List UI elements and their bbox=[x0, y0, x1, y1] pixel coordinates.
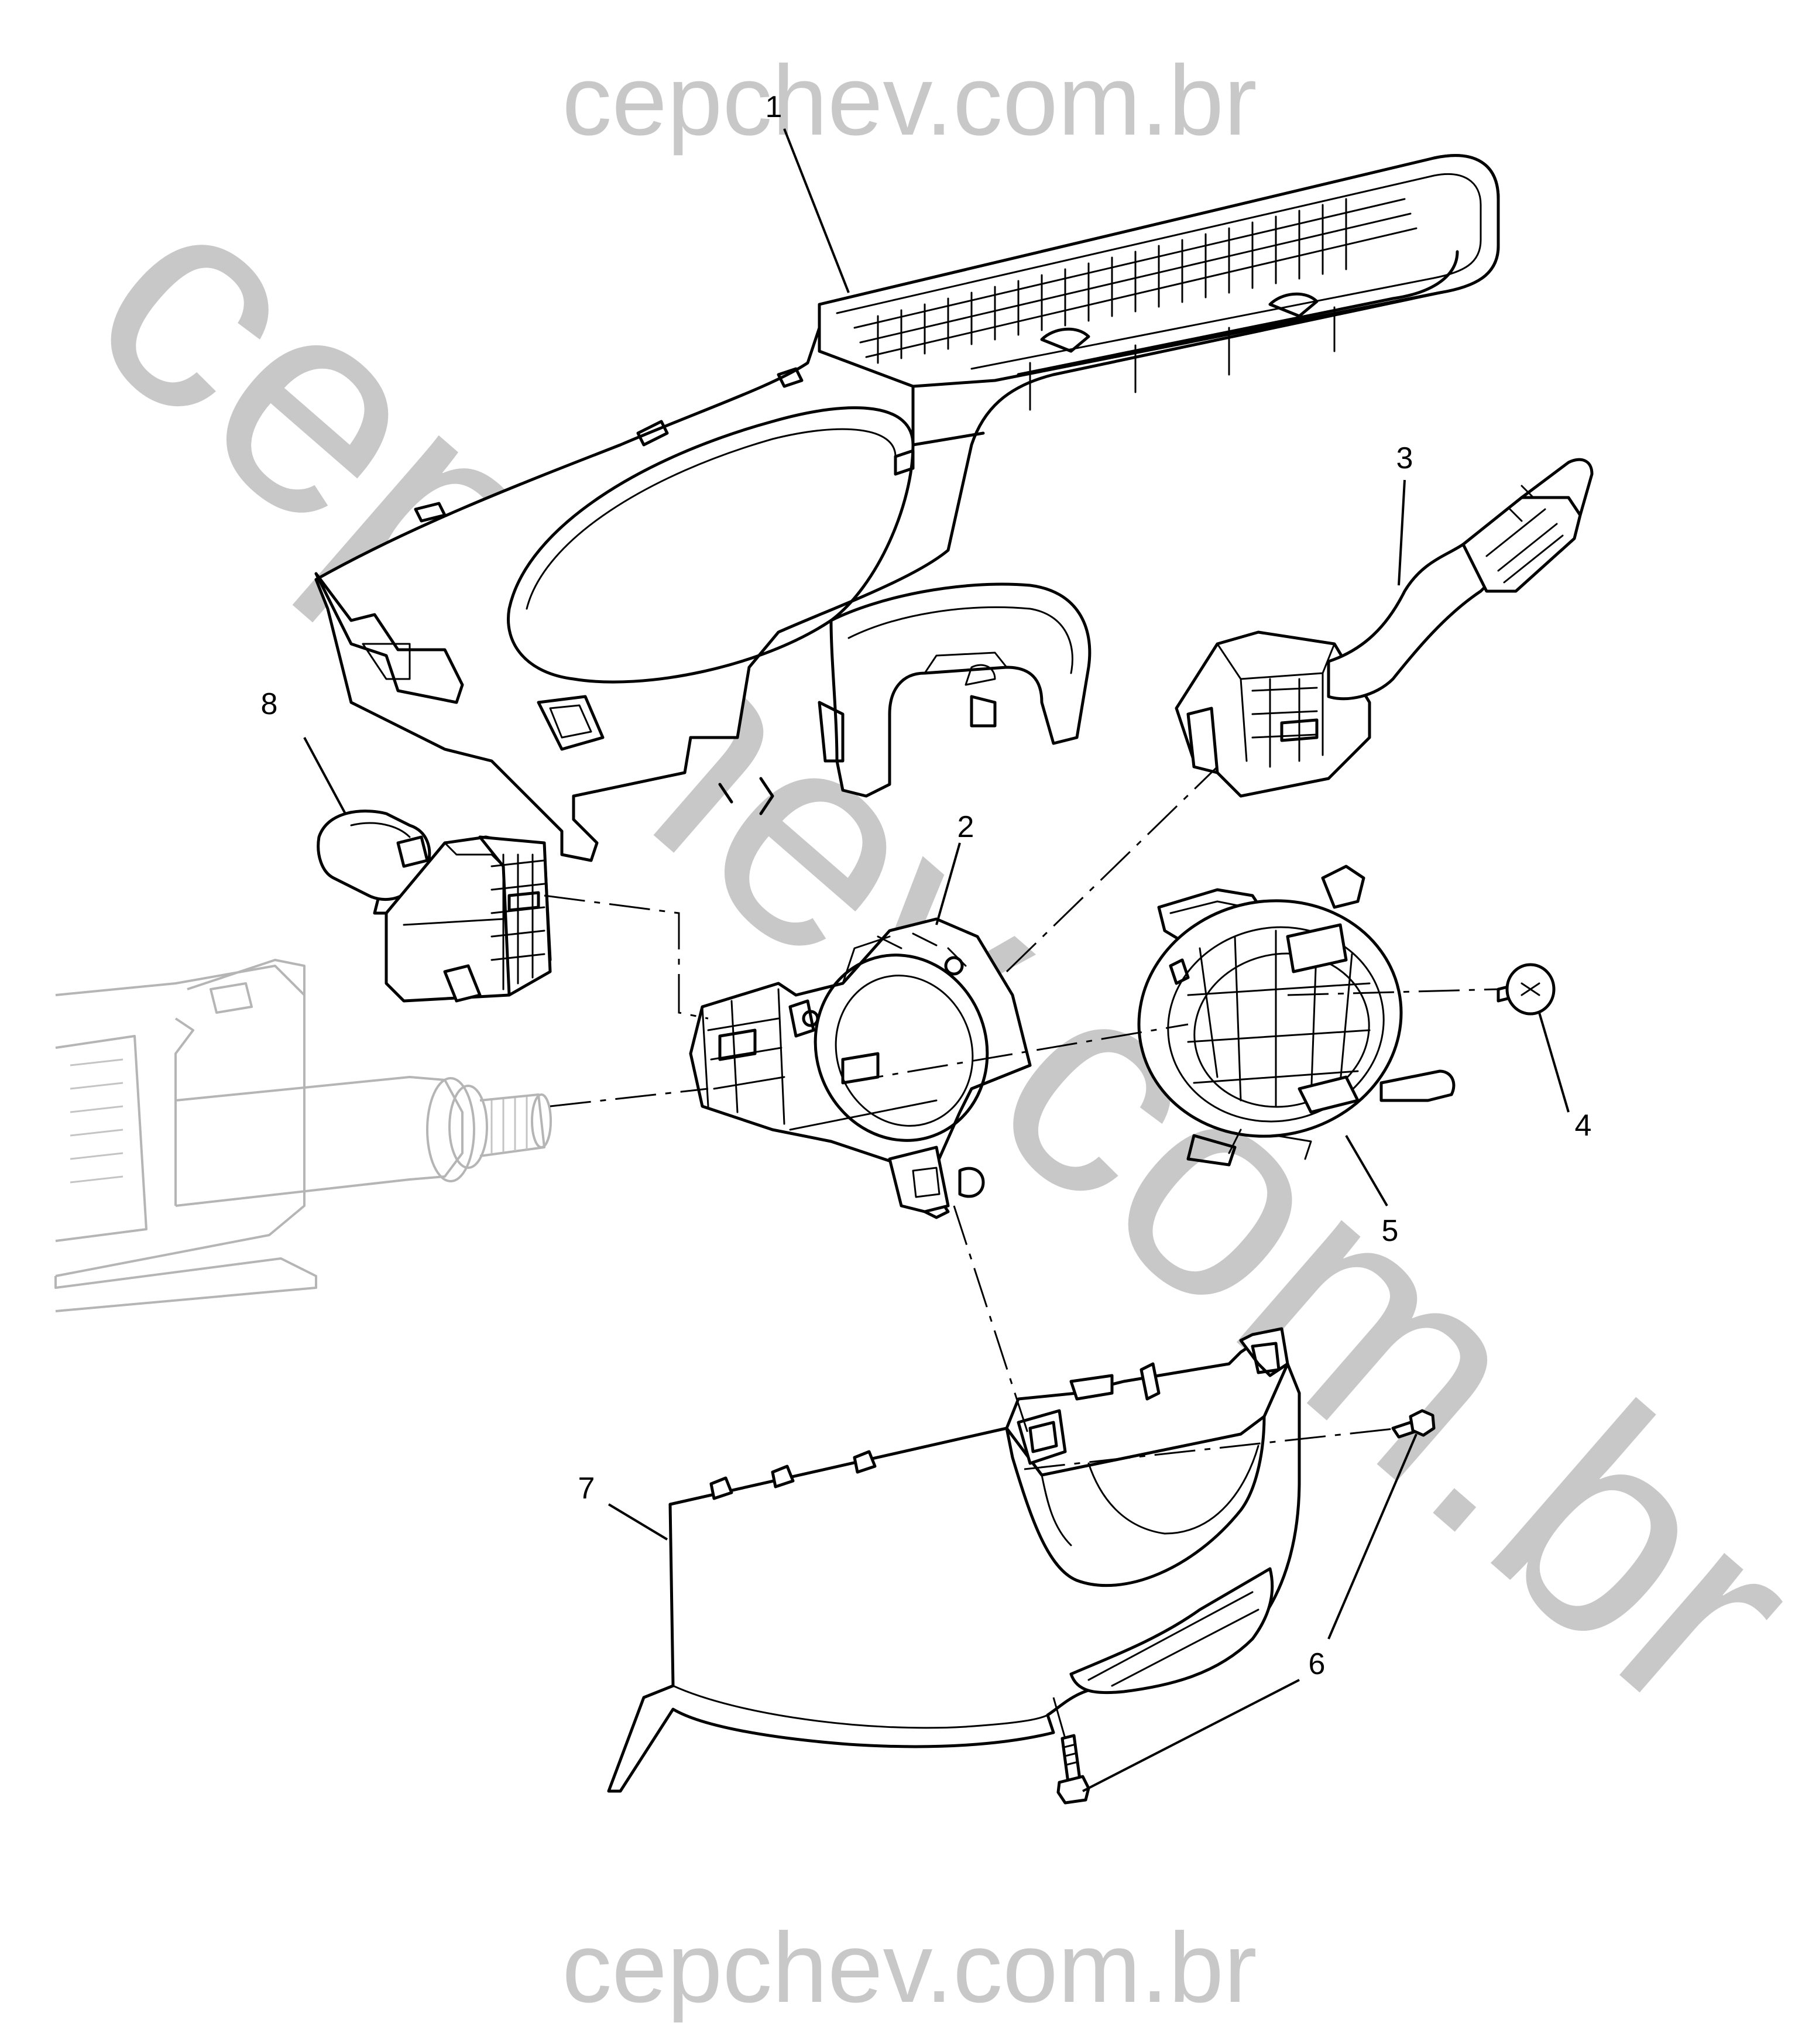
bolt-upper-part-6 bbox=[1391, 1409, 1436, 1439]
bolt-lower-part-6 bbox=[1056, 1734, 1090, 1805]
callout-5: 5 bbox=[1382, 1214, 1399, 1248]
callout-1: 1 bbox=[766, 90, 782, 124]
callout-4: 4 bbox=[1575, 1109, 1592, 1143]
callout-leaders bbox=[303, 128, 1570, 1792]
callout-3: 3 bbox=[1396, 441, 1413, 475]
wiper-switch-part-3 bbox=[1175, 458, 1594, 798]
steering-column-ghost bbox=[54, 959, 552, 1312]
switch-housing-part-2 bbox=[689, 917, 1032, 1219]
alignment-lines bbox=[544, 766, 1499, 1739]
callout-6: 6 bbox=[1309, 1647, 1326, 1681]
screw-part-4 bbox=[1497, 963, 1556, 1016]
turn-signal-switch-part-8 bbox=[317, 810, 552, 1003]
lower-column-cover-part-7 bbox=[607, 1327, 1301, 1793]
callout-2: 2 bbox=[957, 810, 974, 844]
instrument-cluster-trim-part-1 bbox=[314, 154, 1500, 862]
watermark-top: cepchev.com.br bbox=[562, 45, 1257, 156]
callout-7: 7 bbox=[578, 1472, 595, 1505]
watermark-bottom: cepchev.com.br bbox=[562, 1912, 1257, 2024]
clock-spring-part-5 bbox=[1137, 865, 1456, 1167]
callout-8: 8 bbox=[261, 687, 278, 721]
